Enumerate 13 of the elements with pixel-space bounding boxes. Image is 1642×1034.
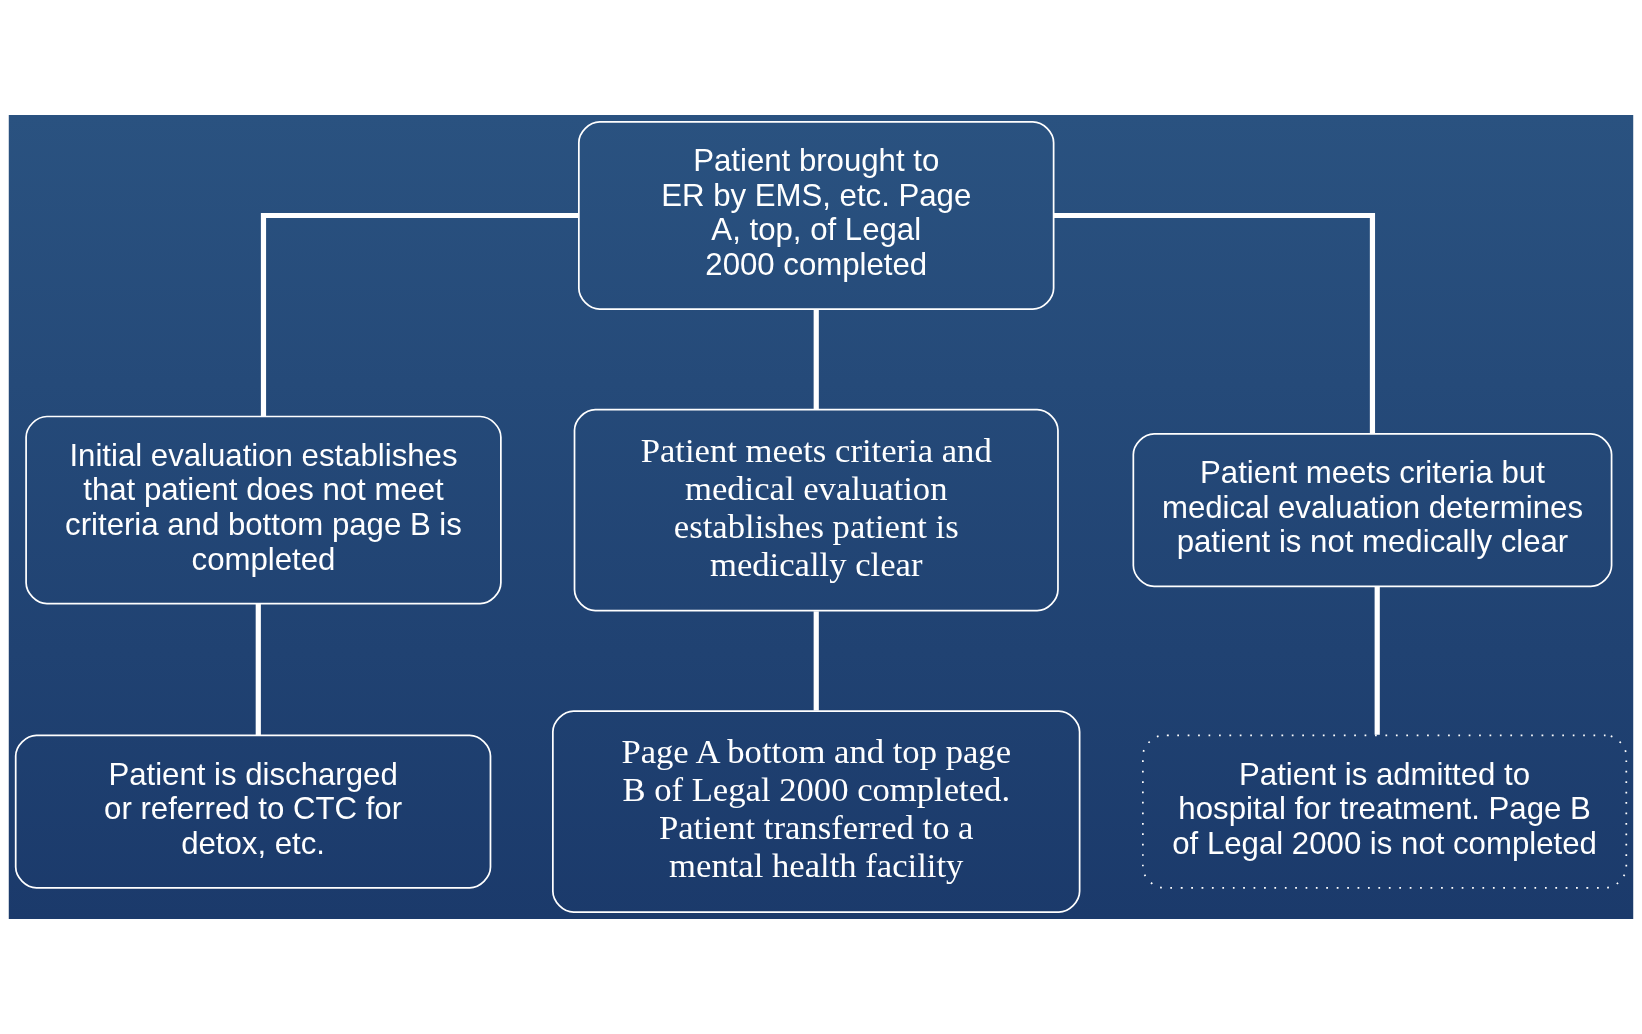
node-box: Patient is admitted to hospital for treatment. Page B of Legal 2000 is not completed (1142, 734, 1628, 889)
connector (255, 603, 261, 736)
node-box: Initial evaluation establishes that patient does not meet criteria and bottom page B is completed (25, 415, 502, 605)
node-box: Patient meets criteria but medical evaluation determines patient is not medically clear (1132, 432, 1613, 588)
connector (813, 309, 819, 410)
connector (260, 212, 579, 417)
node-box: Page A bottom and top page B of Legal 2000 completed. Patient transferred to a mental health facility (552, 710, 1081, 913)
connector (1053, 212, 1376, 434)
connector (813, 611, 819, 711)
node-box: Patient meets criteria and medical evaluation establishes patient is medically clear (573, 408, 1059, 612)
node-box: Patient brought to ER by EMS, etc. Page A, top, of Legal 2000 completed (578, 121, 1055, 310)
connector (1374, 586, 1380, 735)
node-box: Patient is discharged or referred to CTC for detox, etc. (14, 734, 492, 889)
